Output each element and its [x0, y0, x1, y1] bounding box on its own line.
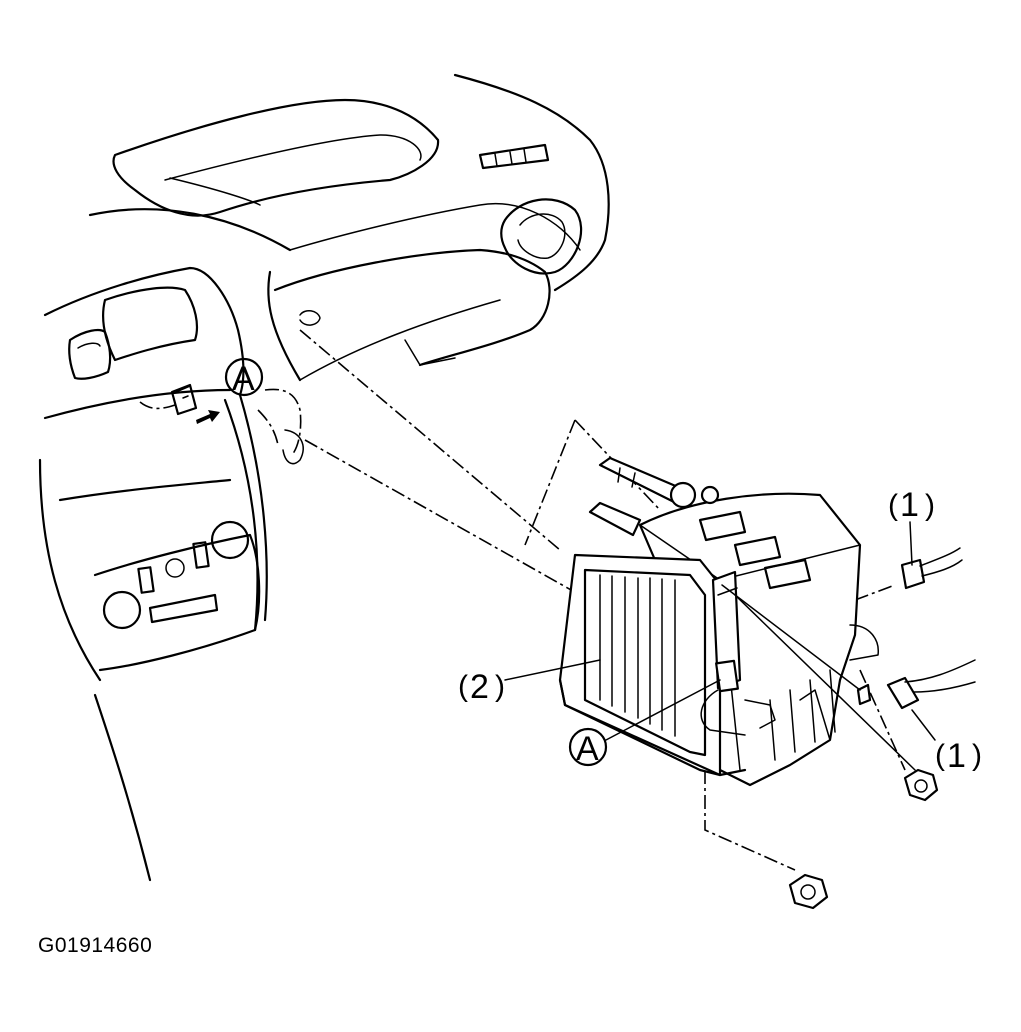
- callout-2: 2: [470, 668, 489, 706]
- paren-left-1-upper: (: [888, 489, 898, 522]
- paren-right-1-upper: ): [925, 489, 935, 522]
- callout-a-dashboard: A: [232, 360, 255, 398]
- paren-left-2: (: [458, 670, 468, 703]
- callout-a-unit-circle: [568, 727, 608, 767]
- leader-a-unit: [605, 679, 721, 741]
- callout-1-lower: 1: [947, 737, 966, 775]
- leader-resistor-nut: [734, 594, 916, 771]
- callout-1-upper: 1: [900, 486, 919, 524]
- paren-right-1-lower: ): [972, 739, 982, 772]
- paren-right-2: ): [495, 670, 505, 703]
- figure-id: G01914660: [38, 934, 153, 957]
- dashboard-illustration-icon: [38, 73, 610, 882]
- evaporator-unit-icon: [558, 456, 879, 787]
- leader-2: [504, 659, 601, 681]
- leader-resistor-connector: [721, 584, 861, 691]
- direction-arrow-icon: [196, 410, 220, 424]
- leader-1-lower: [911, 709, 936, 741]
- wire-connector-icon: [856, 547, 976, 710]
- hex-nut-icon: [788, 768, 939, 910]
- paren-left-1-lower: (: [935, 739, 945, 772]
- leader-1-upper: [909, 521, 913, 566]
- callout-a-unit: A: [576, 730, 599, 768]
